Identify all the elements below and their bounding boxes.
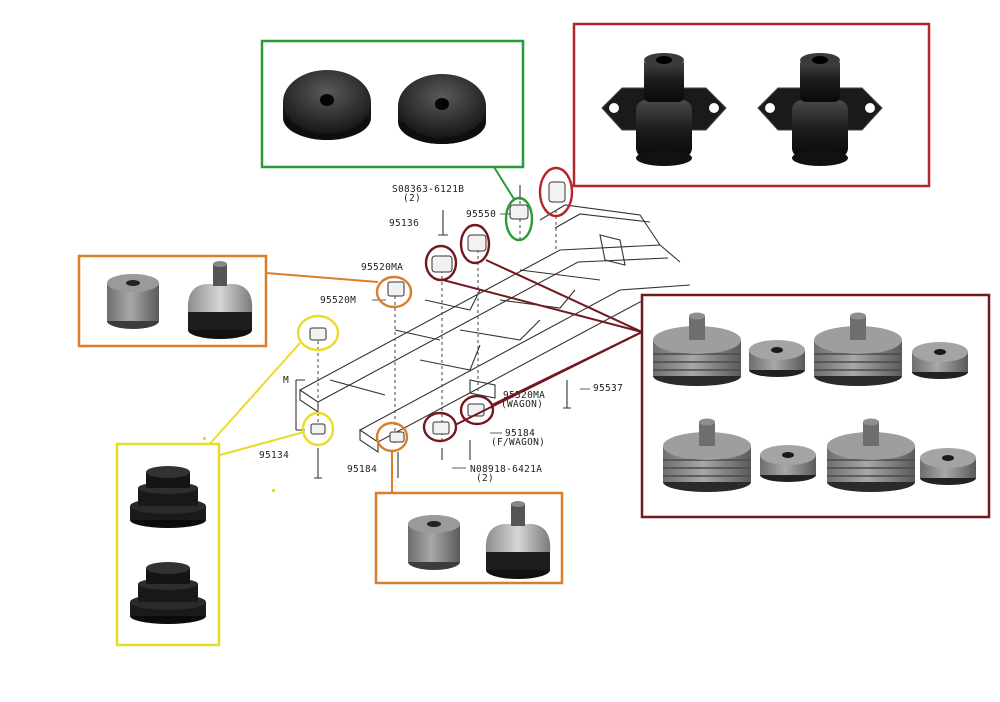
maroon-callout-circle-1: [424, 244, 458, 282]
maroon-callout-circle-2: [459, 223, 491, 265]
maroon-part-photo-box: [640, 293, 991, 519]
maroon-callout-circle-4: [459, 394, 495, 426]
grey-bushing-upper: [107, 274, 159, 329]
label-95520ma-wagon: 95520MA: [503, 390, 545, 401]
label-08363-qty: (2): [403, 193, 421, 204]
frame-mount-glyphs: [309, 181, 566, 443]
label-95550: 95550: [466, 209, 496, 220]
connector-lines: [206, 166, 643, 493]
yellow-part-photo-box: [115, 442, 221, 647]
label-wagon-note: (WAGON): [501, 399, 543, 410]
red-callout-circle: [538, 166, 574, 218]
part-number-labels: S08363-6121B (2) 95136 95550 95520MA 955…: [259, 184, 623, 484]
label-95136: 95136: [389, 218, 419, 229]
stray-yellow-marks: [203, 437, 275, 492]
small-grey-bushing-2: [912, 342, 968, 379]
yellow-callout-circle-lower: [301, 411, 335, 447]
orange-callout-circle-upper: [375, 275, 413, 309]
green-part-photo-box: [260, 39, 525, 169]
label-95184-fw: 95184: [505, 428, 535, 439]
label-08363: S08363-6121B: [392, 184, 464, 195]
label-95184: 95184: [347, 464, 377, 475]
label-95520ma: 95520MA: [361, 262, 403, 273]
black-round-bushing-left: [283, 70, 371, 140]
label-95134: 95134: [259, 450, 289, 461]
grey-bushing-lower: [408, 515, 460, 570]
label-fw-note: (F/WAGON): [491, 437, 545, 448]
orange-part-photo-box-lower: [374, 491, 564, 585]
small-grey-bushing-1: [749, 340, 805, 377]
callout-circles: [296, 166, 574, 453]
label-95537: 95537: [593, 383, 623, 394]
green-callout-circle: [504, 196, 534, 242]
label-08918: N08918-6421A: [470, 464, 542, 475]
chassis-frame-drawing: [295, 185, 696, 479]
label-m: M: [283, 375, 289, 386]
black-round-bushing-right: [398, 74, 486, 144]
red-part-photo-box: [572, 22, 931, 188]
label-08918-qty: (2): [476, 473, 494, 484]
maroon-callout-circle-3: [422, 411, 458, 443]
label-95520m: 95520M: [320, 295, 356, 306]
orange-part-photo-box-upper: [77, 254, 268, 348]
small-grey-bushing-3: [760, 445, 816, 482]
small-grey-bushing-4: [920, 448, 976, 485]
yellow-callout-circle-upper: [296, 314, 340, 352]
